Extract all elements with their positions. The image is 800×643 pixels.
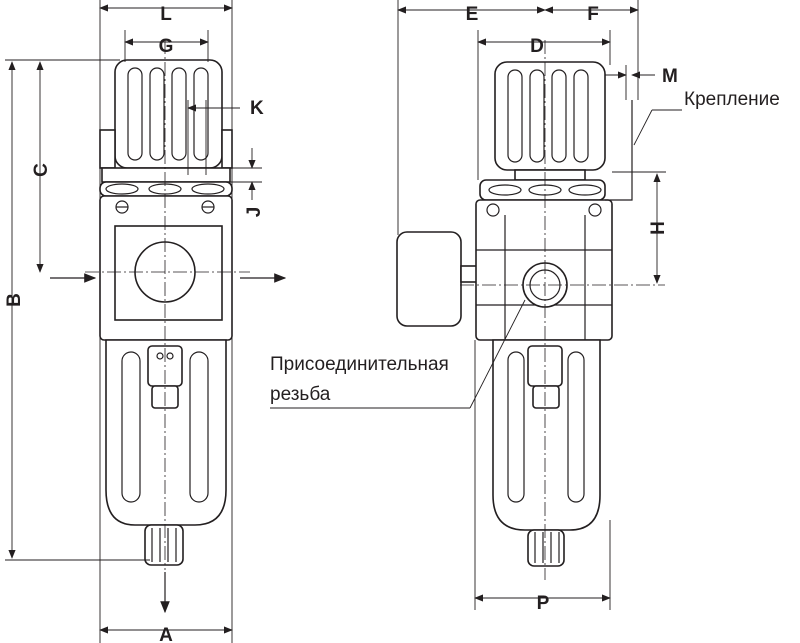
mounting-bracket (605, 100, 633, 201)
right-drain (527, 529, 565, 567)
dim-C: C (31, 163, 52, 177)
dim-K: K (250, 98, 264, 119)
left-drain (144, 524, 184, 566)
left-bowl (105, 339, 227, 526)
dim-P: P (537, 593, 550, 614)
dim-M: M (662, 66, 678, 87)
dim-D: D (530, 36, 544, 57)
thread-label-line2: резьба (270, 384, 331, 405)
dim-E: E (466, 4, 479, 25)
dim-L: L (160, 4, 172, 25)
left-unit-front-view (50, 40, 287, 614)
dim-A: A (159, 625, 173, 643)
right-bowl (492, 339, 601, 531)
right-unit-side-view (396, 40, 665, 580)
right-dimensions: E F D M Крепление H P Присоединительная … (270, 0, 780, 614)
dim-B: B (4, 293, 25, 307)
dim-F: F (587, 4, 599, 25)
mount-label: Крепление (684, 89, 780, 110)
dim-H: H (648, 221, 669, 235)
thread-label-line1: Присоединительная (270, 354, 449, 375)
left-dimensions: L G A B C K J (4, 0, 265, 643)
pressure-gauge (396, 231, 462, 327)
dim-J: J (244, 207, 265, 218)
dim-G: G (159, 36, 174, 57)
